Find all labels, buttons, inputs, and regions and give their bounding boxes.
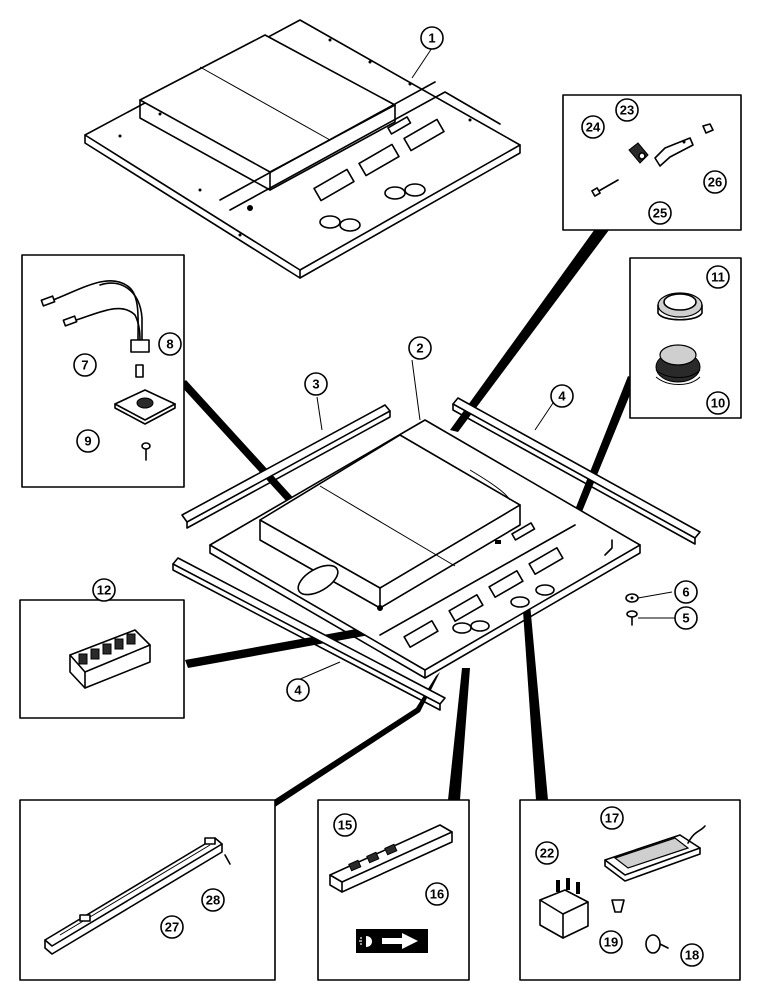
inset-light-strip [19, 799, 276, 981]
callout-circle [535, 841, 559, 865]
callout-circle [425, 882, 449, 906]
trim-strip-3 [181, 404, 391, 529]
callout-c10: 10 [706, 391, 730, 415]
callout-c5: 5 [674, 606, 698, 630]
callout-circle [286, 678, 310, 702]
callout-circle [674, 580, 698, 604]
callout-circle [615, 98, 639, 122]
screw-5 [626, 610, 638, 626]
inset-dome-light [519, 799, 741, 981]
callout-c22: 22 [535, 841, 559, 865]
callout-circle [92, 578, 116, 602]
callout-label: 11 [711, 270, 725, 285]
trim-strip-4-right [452, 397, 701, 545]
callout-circle [706, 391, 730, 415]
callout-c23: 23 [615, 98, 639, 122]
callout-label: 17 [605, 811, 619, 826]
callout-label: 12 [97, 583, 111, 598]
callout-label: 25 [653, 206, 667, 221]
callout-label: 10 [711, 396, 725, 411]
callout-label: 26 [708, 175, 722, 190]
callout-c12: 12 [92, 578, 116, 602]
callout-c11: 11 [706, 265, 730, 289]
callout-c15: 15 [333, 813, 357, 837]
callout-c16: 16 [425, 882, 449, 906]
callout-circle [73, 353, 97, 377]
callout-label: 19 [604, 935, 618, 950]
callout-c8: 8 [158, 332, 182, 356]
callout-circle [703, 170, 727, 194]
callout-c26: 26 [703, 170, 727, 194]
callout-label: 24 [586, 120, 601, 135]
callout-circle [550, 384, 574, 408]
callout-c27: 27 [160, 915, 184, 939]
callout-c7: 7 [73, 353, 97, 377]
callout-circle [706, 265, 730, 289]
callout-c2: 2 [408, 336, 432, 360]
callout-label: 7 [81, 358, 88, 373]
callout-c6: 6 [674, 580, 698, 604]
callout-c3: 3 [304, 372, 328, 396]
roof-panel-upper [84, 19, 521, 279]
callout-circle [408, 336, 432, 360]
roof-panel-lower [209, 419, 641, 679]
callout-c17: 17 [600, 806, 624, 830]
callout-label: 1 [428, 31, 435, 46]
callout-c4b: 4 [286, 678, 310, 702]
callout-circle [76, 429, 100, 453]
callout-circle [648, 201, 672, 225]
callout-label: 18 [685, 948, 699, 963]
callout-circle [158, 332, 182, 356]
trim-strip-4-left [172, 557, 446, 711]
callout-label: 16 [430, 887, 444, 902]
callout-label: 9 [84, 434, 91, 449]
callout-label: 5 [682, 611, 689, 626]
callout-c1: 1 [420, 26, 444, 50]
callout-circle [160, 915, 184, 939]
callout-label: 6 [682, 585, 689, 600]
nut-6 [625, 593, 639, 603]
callout-circle [600, 806, 624, 830]
inset-fuse-panel [19, 599, 185, 719]
callout-label: 15 [338, 818, 352, 833]
callout-circle [581, 115, 605, 139]
callout-label: 22 [540, 846, 554, 861]
callout-label: 4 [294, 683, 302, 698]
callout-label: 4 [558, 389, 566, 404]
callout-label: 3 [312, 377, 319, 392]
inset-wiring-harness [21, 254, 185, 488]
callout-circle [599, 930, 623, 954]
callout-c24: 24 [581, 115, 605, 139]
callout-label: 8 [166, 337, 173, 352]
callout-circle [674, 606, 698, 630]
callout-c18: 18 [680, 943, 704, 967]
callout-circle [680, 943, 704, 967]
callout-circle [201, 888, 225, 912]
callout-c19: 19 [599, 930, 623, 954]
callout-label: 28 [206, 893, 220, 908]
callout-label: 27 [165, 920, 179, 935]
callout-circle [333, 813, 357, 837]
callout-label: 2 [416, 341, 423, 356]
callout-circle [304, 372, 328, 396]
callout-c28: 28 [201, 888, 225, 912]
callout-c25: 25 [648, 201, 672, 225]
callout-c4a: 4 [550, 384, 574, 408]
callout-c9: 9 [76, 429, 100, 453]
callout-label: 23 [620, 103, 634, 118]
callout-circle [420, 26, 444, 50]
